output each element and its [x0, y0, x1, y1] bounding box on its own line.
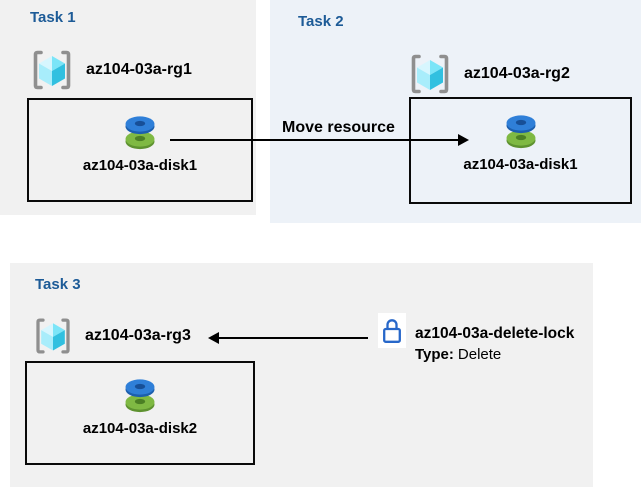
move-arrow-head-icon [458, 134, 469, 146]
disk-icon [125, 379, 155, 413]
move-arrow-line [170, 139, 459, 141]
resource-group-name: az104-03a-rg3 [85, 327, 191, 344]
task2-resource-box: az104-03a-disk1 [409, 97, 632, 204]
task1-resource-box: az104-03a-disk1 [27, 98, 253, 202]
resource-group-icon [411, 54, 449, 94]
resource-name: az104-03a-disk1 [82, 157, 198, 174]
task3-panel: Task 3 az104-03a-rg3 az104-03a-disk [10, 263, 593, 487]
lock-arrow-line [219, 336, 368, 339]
lock-name: az104-03a-delete-lock [415, 325, 575, 342]
resource-group-name: az104-03a-rg1 [86, 61, 192, 78]
task3-title: Task 3 [35, 276, 81, 293]
resource-group-icon [36, 318, 70, 354]
lock-arrow-head-icon [208, 331, 219, 344]
lock-type: Type:Delete [415, 345, 501, 365]
resource-name: az104-03a-disk1 [463, 156, 578, 173]
move-resource-label: Move resource [282, 119, 395, 136]
disk-icon [125, 116, 155, 150]
lock-icon [383, 318, 401, 343]
resource-group-icon [33, 50, 71, 90]
disk-icon [506, 115, 535, 149]
task1-resource-group: az104-03a-rg1 [30, 48, 192, 92]
task1-title: Task 1 [30, 9, 76, 26]
lock-type-value: Delete [457, 346, 502, 363]
task2-panel: Task 2 az104-03a-rg2 az104-03a-disk [270, 0, 641, 223]
resource-name: az104-03a-disk2 [82, 420, 198, 437]
task1-panel: Task 1 az104-03a-rg1 az104-03a-disk [0, 0, 256, 215]
lock-type-label: Type: [415, 346, 454, 363]
task3-resource-box: az104-03a-disk2 [25, 361, 255, 465]
task2-title: Task 2 [298, 13, 344, 30]
task3-resource-group: az104-03a-rg3 [33, 314, 191, 358]
lock-chip [378, 313, 406, 348]
task2-resource-group: az104-03a-rg2 [408, 52, 570, 96]
resource-group-name: az104-03a-rg2 [464, 65, 570, 82]
